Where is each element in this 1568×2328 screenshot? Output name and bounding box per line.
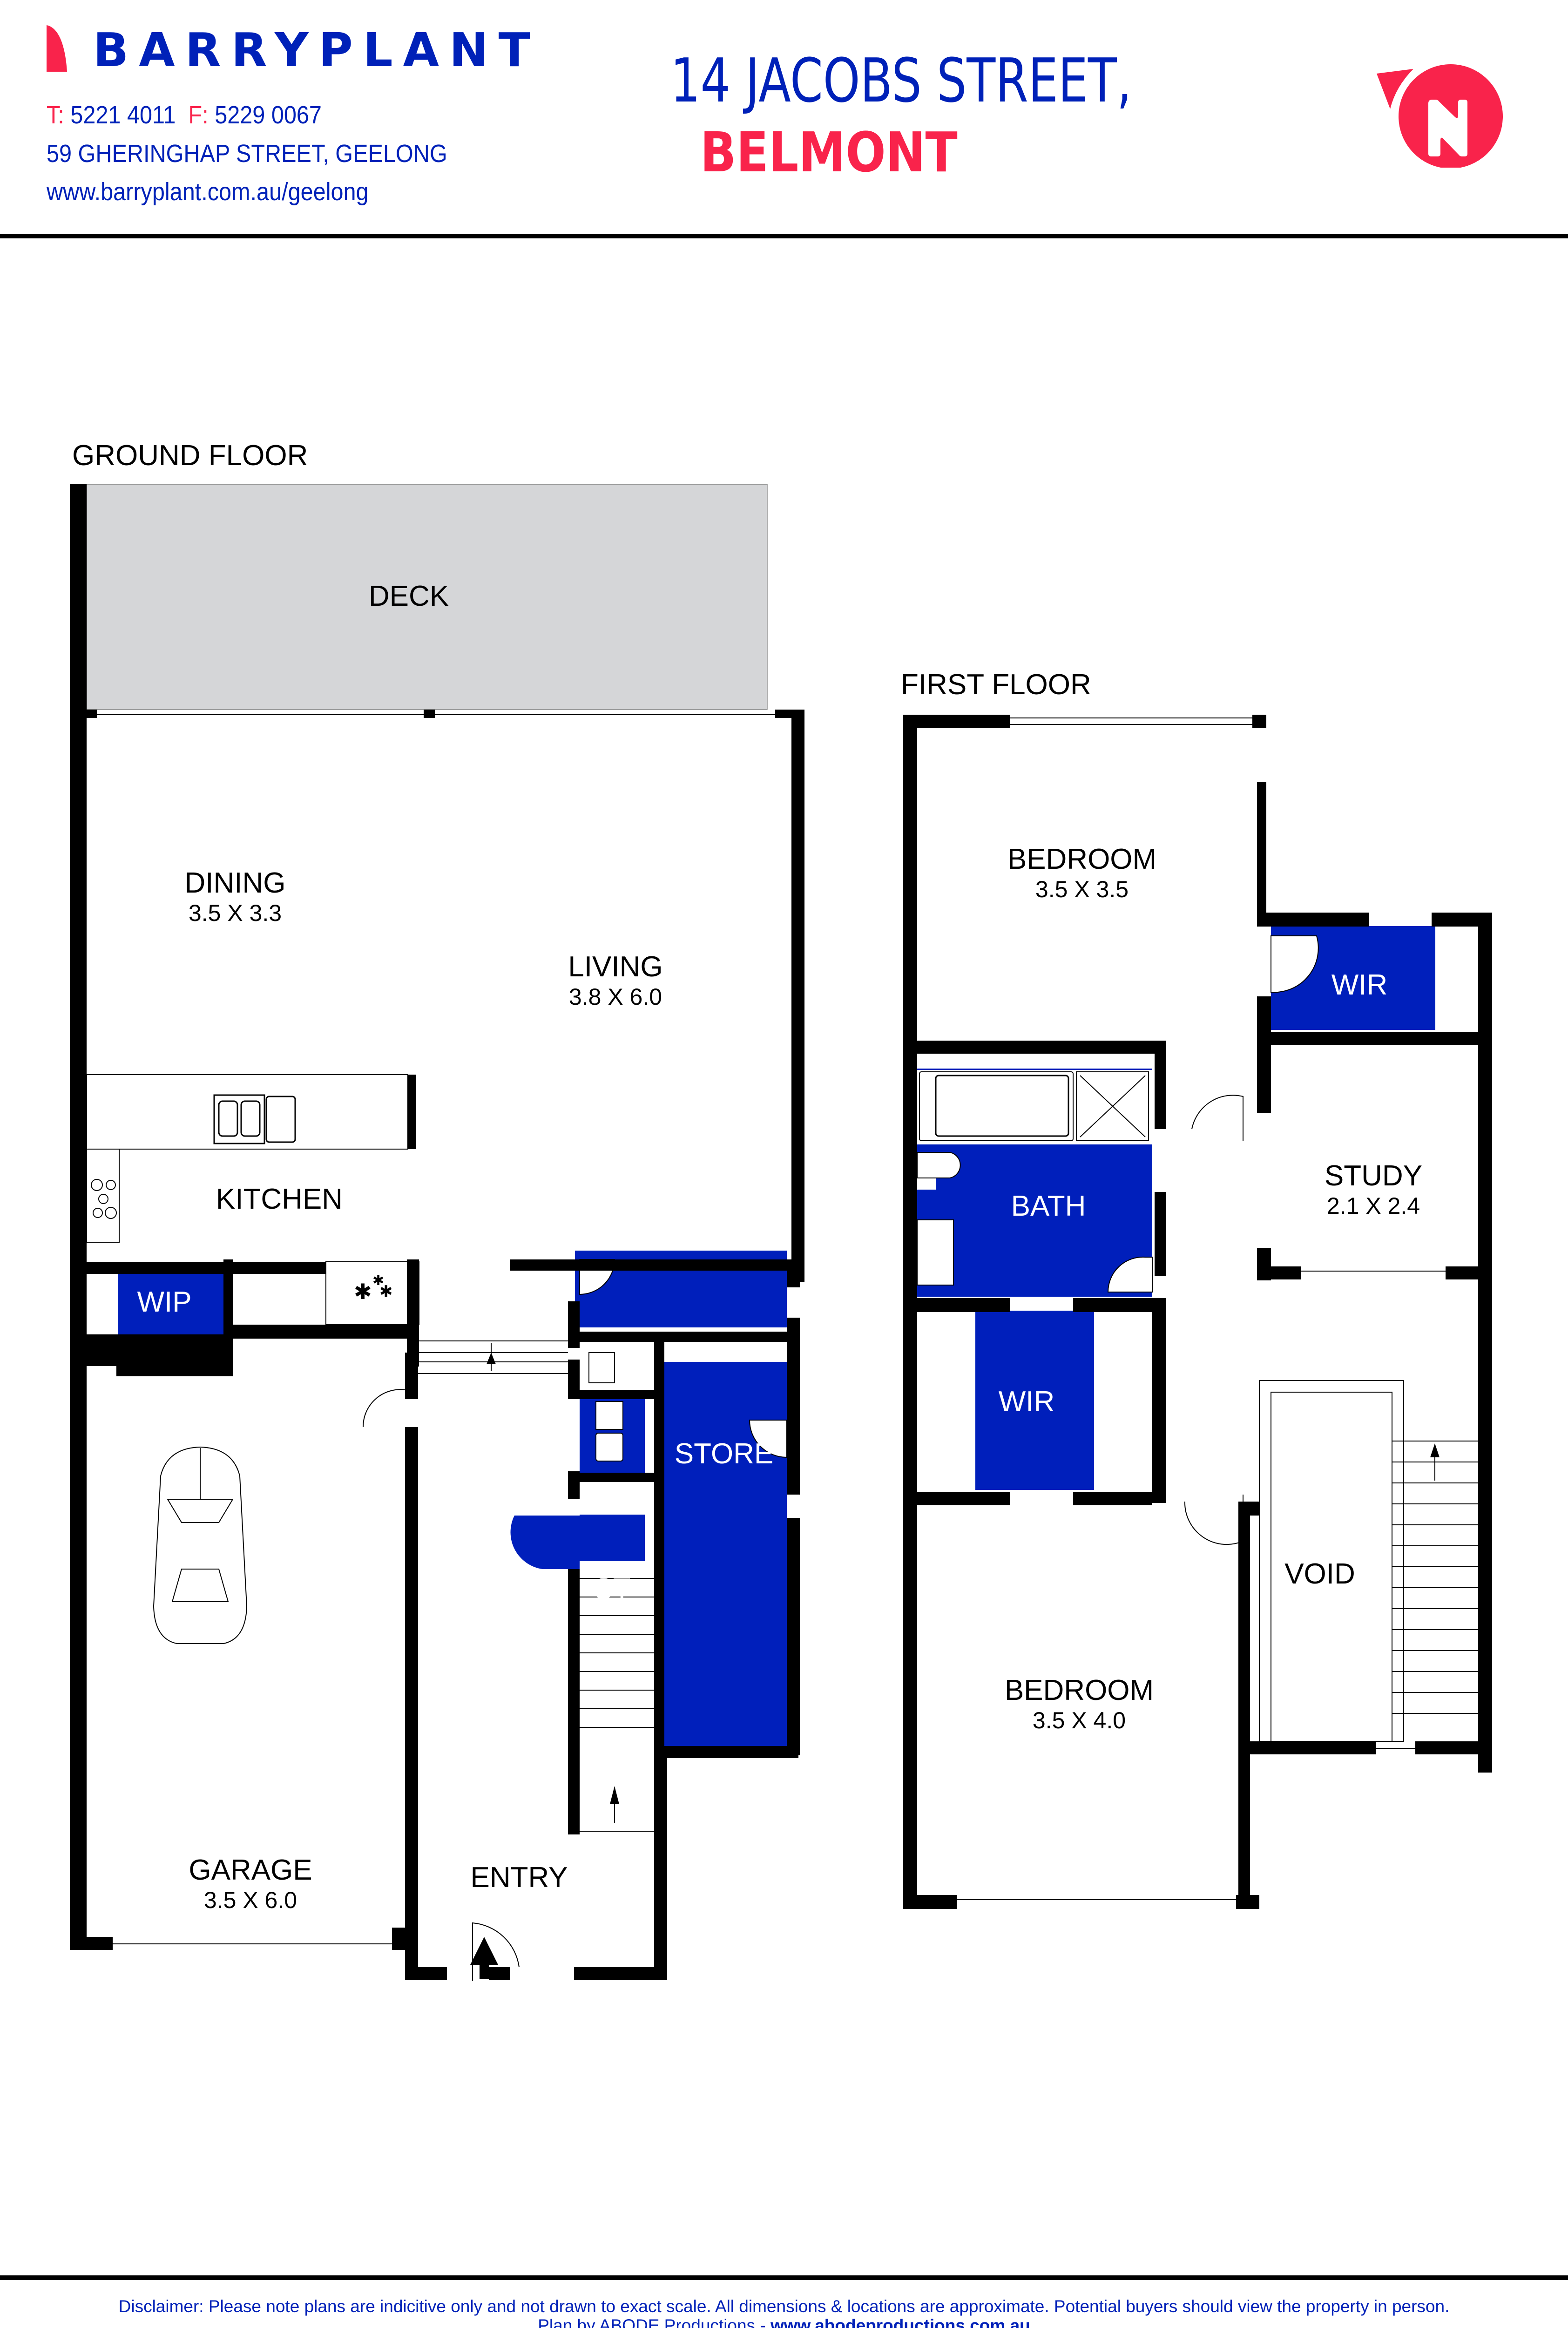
room-label-wir-1: WIR <box>1331 969 1388 1001</box>
room-dimensions: 3.5 X 6.0 <box>203 1887 297 1913</box>
footer-divider <box>0 2275 1568 2280</box>
room-label-bath: BATH <box>1011 1190 1086 1222</box>
svg-text:✱: ✱ <box>379 1282 393 1301</box>
ground-floor-title: GROUND FLOOR <box>72 440 308 472</box>
room-dimensions: 3.8 X 6.0 <box>568 984 662 1010</box>
phone-number: 5221 4011 <box>70 101 176 129</box>
room-label-living: LIVING 3.8 X 6.0 <box>568 951 663 1010</box>
agency-website-link[interactable]: www.barryplant.com.au/geelong <box>47 178 369 206</box>
agency-brand-name: BARRYPLANT <box>93 23 541 77</box>
room-label-wip: WIP <box>137 1286 192 1318</box>
room-dimensions: 3.5 X 3.5 <box>1035 876 1129 902</box>
agency-contact-line: T: 5221 4011 F: 5229 0067 <box>47 102 322 128</box>
svg-text:✱: ✱ <box>354 1279 372 1304</box>
room-dimensions: 3.5 X 3.3 <box>188 900 282 926</box>
room-label-garage: GARAGE 3.5 X 6.0 <box>189 1856 312 1912</box>
room-name: LIVING <box>568 951 663 983</box>
room-label-entry: ENTRY <box>470 1861 568 1894</box>
first-floor-plan <box>903 715 1492 1909</box>
agency-address: 59 GHERINGHAP STREET, GEELONG <box>47 140 447 168</box>
room-dimensions: 3.5 X 4.0 <box>1032 1707 1126 1733</box>
property-street-title: 14 JACOBS STREET, <box>670 45 1132 116</box>
svg-text:✱: ✱ <box>372 1272 384 1289</box>
room-label-study: STUDY 2.1 X 2.4 <box>1325 1162 1422 1218</box>
disclaimer-text: Disclaimer: Please note plans are indici… <box>118 2297 1450 2316</box>
room-name: BEDROOM <box>1004 1674 1154 1706</box>
north-arrow-icon <box>1377 64 1503 168</box>
plan-credit: Plan by ABODE Productions - www.abodepro… <box>0 2317 1568 2328</box>
room-label-bedroom-1: BEDROOM 3.5 X 3.5 <box>1007 845 1156 901</box>
credit-prefix: Plan by ABODE Productions - <box>538 2316 770 2328</box>
room-label-wir-2: WIR <box>998 1386 1055 1418</box>
abode-website-link[interactable]: www.abodeproductions.com.au <box>770 2316 1030 2328</box>
room-name: GARAGE <box>189 1854 312 1886</box>
room-label-deck: DECK <box>368 580 449 612</box>
property-suburb-title: BELMONT <box>700 120 958 184</box>
fax-number: 5229 0067 <box>215 101 322 129</box>
room-dimensions: 2.1 X 2.4 <box>1326 1193 1420 1219</box>
header-divider <box>0 234 1568 238</box>
room-name: DINING <box>184 867 286 899</box>
room-name: BEDROOM <box>1007 843 1157 875</box>
room-label-kitchen: KITCHEN <box>216 1183 343 1215</box>
room-label-void: VOID <box>1284 1558 1355 1590</box>
room-label-bedroom-2: BEDROOM 3.5 X 4.0 <box>1005 1676 1154 1732</box>
barryplant-logo-mark-icon <box>47 25 67 72</box>
room-label-st: ST <box>594 1573 631 1605</box>
room-label-store: STORE <box>674 1438 774 1470</box>
room-label-dining: DINING 3.5 X 3.3 <box>185 869 286 925</box>
fax-label: F: <box>188 101 209 129</box>
ground-floor-plan: ✱ ✱ ✱ <box>70 484 804 1981</box>
first-floor-title: FIRST FLOOR <box>901 669 1091 701</box>
phone-label: T: <box>47 101 64 129</box>
room-name: STUDY <box>1324 1160 1423 1192</box>
